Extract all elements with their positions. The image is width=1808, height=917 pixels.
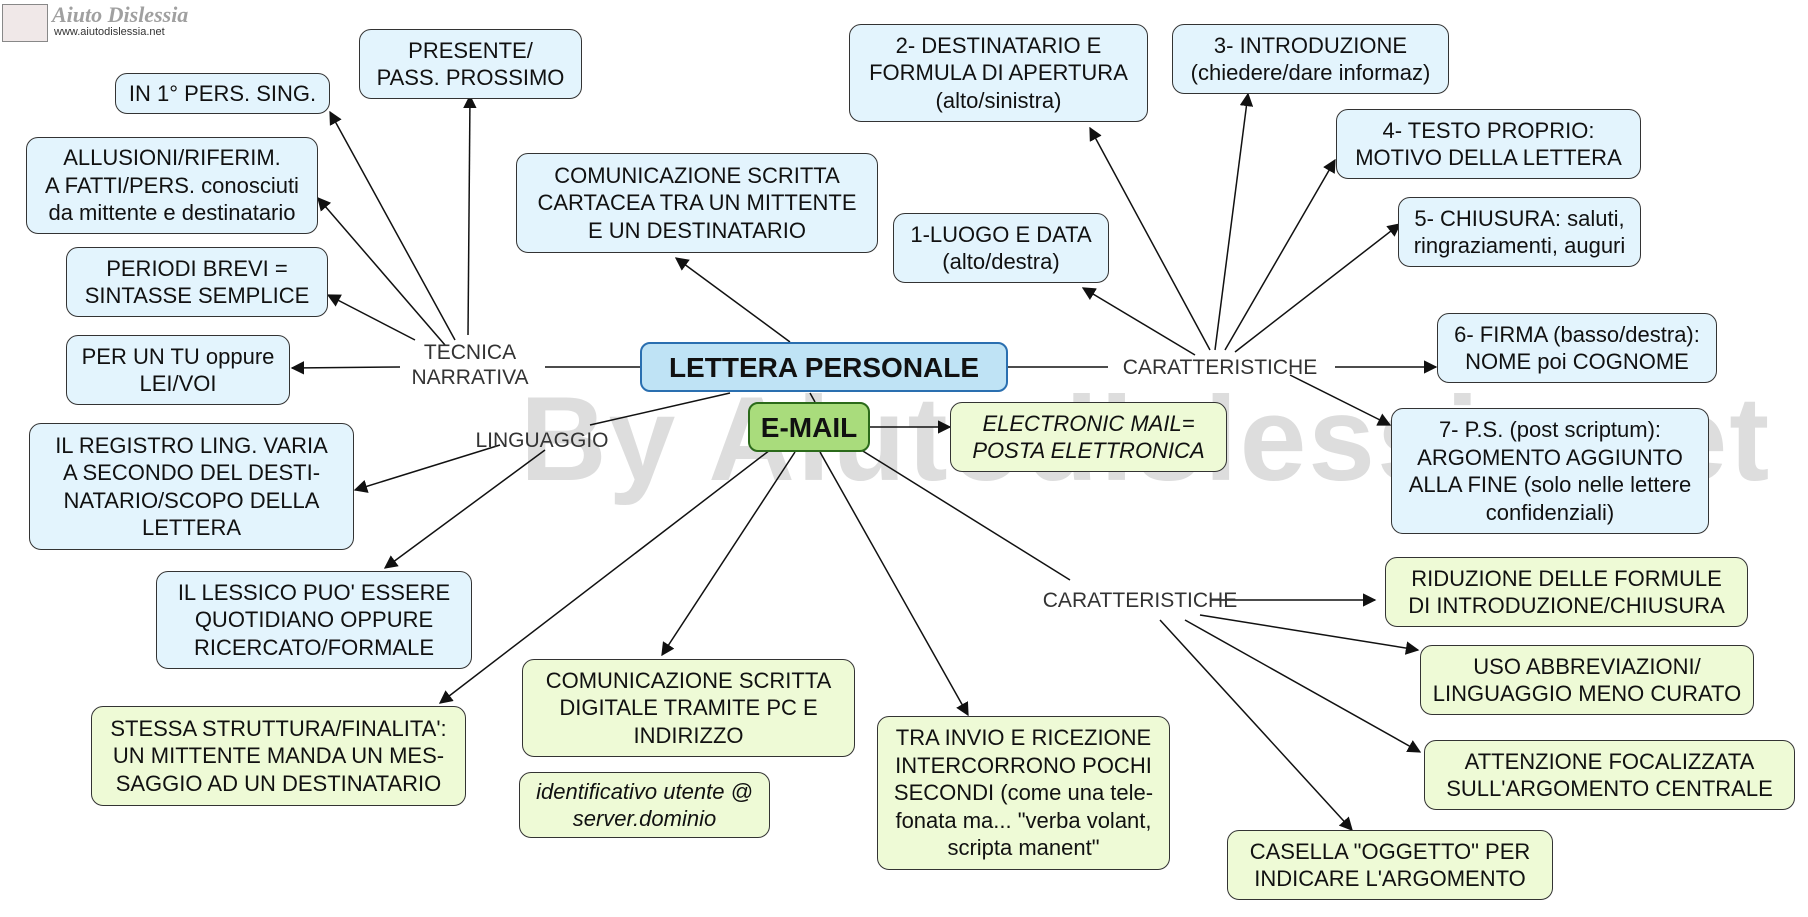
node-allusioni[interactable]: ALLUSIONI/RIFERIM. A FATTI/PERS. conosci… — [26, 137, 318, 234]
node-email[interactable]: E-MAIL — [748, 402, 870, 452]
label-caratteristiche-lettera: CARATTERISTICHE — [1122, 356, 1318, 379]
book-icon — [2, 4, 48, 42]
link-email-invio — [819, 451, 969, 717]
node-registro[interactable]: IL REGISTRO LING. VARIA A SECONDO DEL DE… — [29, 423, 354, 550]
node-chiusura[interactable]: 5- CHIUSURA: saluti, ringraziamenti, aug… — [1398, 197, 1641, 267]
logo-url: www.aiutodislessia.net — [54, 26, 165, 38]
link-tecnica-tulei — [290, 361, 401, 375]
link-car2-attenzione — [1184, 619, 1422, 753]
node-introduzione[interactable]: 3- INTRODUZIONE (chiedere/dare informaz) — [1172, 24, 1449, 94]
logo-title: Aiuto Dislessia — [52, 2, 189, 27]
node-destinatario[interactable]: 2- DESTINATARIO E FORMULA DI APERTURA (a… — [849, 24, 1148, 122]
link-email-digitale — [661, 451, 796, 657]
node-tu-lei[interactable]: PER UN TU oppure LEI/VOI — [66, 335, 290, 405]
link-car-luogo — [1081, 287, 1196, 356]
link-car-introduzione — [1214, 92, 1254, 351]
node-invio-ricezione[interactable]: TRA INVIO E RICEZIONE INTERCORRONO POCHI… — [877, 716, 1170, 870]
link-car2-casella — [1159, 619, 1353, 831]
node-abbreviazioni[interactable]: USO ABBREVIAZIONI/ LINGUAGGIO MENO CURAT… — [1420, 645, 1754, 715]
node-attenzione[interactable]: ATTENZIONE FOCALIZZATA SULL'ARGOMENTO CE… — [1424, 740, 1795, 810]
node-lessico[interactable]: IL LESSICO PUO' ESSERE QUOTIDIANO OPPURE… — [156, 571, 472, 669]
link-tecnica-allusioni — [317, 196, 446, 346]
link-email-caratteristiche — [857, 447, 1071, 581]
node-prima-persona[interactable]: IN 1° PERS. SING. — [115, 73, 330, 114]
node-identificativo[interactable]: identificativo utente @ server.dominio — [519, 772, 770, 838]
link-tecnica-presente — [463, 94, 477, 336]
label-caratteristiche-email: CARATTERISTICHE — [1042, 589, 1238, 612]
link-tecnica-persona — [329, 110, 456, 341]
link-car-chiusura — [1234, 223, 1402, 353]
node-firma[interactable]: 6- FIRMA (basso/destra): NOME poi COGNOM… — [1437, 313, 1717, 383]
link-car-ps — [1289, 374, 1392, 426]
node-periodi[interactable]: PERIODI BREVI = SINTASSE SEMPLICE — [66, 247, 328, 317]
link-email-struttura — [438, 449, 771, 704]
link-car2-abbreviazioni — [1199, 614, 1420, 655]
label-tecnica-narrativa: TECNICA NARRATIVA — [411, 341, 529, 390]
node-testo-proprio[interactable]: 4- TESTO PROPRIO: MOTIVO DELLA LETTERA — [1336, 109, 1641, 179]
node-casella[interactable]: CASELLA "OGGETTO" PER INDICARE L'ARGOMEN… — [1227, 830, 1553, 900]
node-luogo-data[interactable]: 1-LUOGO E DATA (alto/destra) — [893, 213, 1109, 283]
link-car-destinatario — [1089, 126, 1211, 351]
site-logo: Aiuto Dislessia www.aiutodislessia.net — [2, 2, 192, 42]
link-tecnica-periodi — [326, 294, 416, 341]
node-electronic-mail[interactable]: ELECTRONIC MAIL= POSTA ELETTRONICA — [950, 402, 1227, 472]
node-lettera-personale[interactable]: LETTERA PERSONALE — [640, 342, 1008, 392]
link-center-email — [809, 392, 816, 403]
link-center-cartacea — [674, 257, 791, 343]
node-comunicazione-cartacea[interactable]: COMUNICAZIONE SCRITTA CARTACEA TRA UN MI… — [516, 153, 878, 253]
node-presente[interactable]: PRESENTE/ PASS. PROSSIMO — [359, 29, 582, 99]
label-linguaggio: LINGUAGGIO — [475, 429, 609, 452]
node-ps[interactable]: 7- P.S. (post scriptum): ARGOMENTO AGGIU… — [1391, 408, 1709, 534]
node-stessa-struttura[interactable]: STESSA STRUTTURA/FINALITA': UN MITTENTE … — [91, 706, 466, 806]
node-riduzione[interactable]: RIDUZIONE DELLE FORMULE DI INTRODUZIONE/… — [1385, 557, 1748, 627]
link-car-testo — [1224, 158, 1336, 351]
link-linguaggio-registro — [353, 444, 501, 493]
link-center-linguaggio — [589, 392, 731, 426]
node-comunicazione-digitale[interactable]: COMUNICAZIONE SCRITTA DIGITALE TRAMITE P… — [522, 659, 855, 757]
link-linguaggio-lessico — [383, 449, 546, 569]
